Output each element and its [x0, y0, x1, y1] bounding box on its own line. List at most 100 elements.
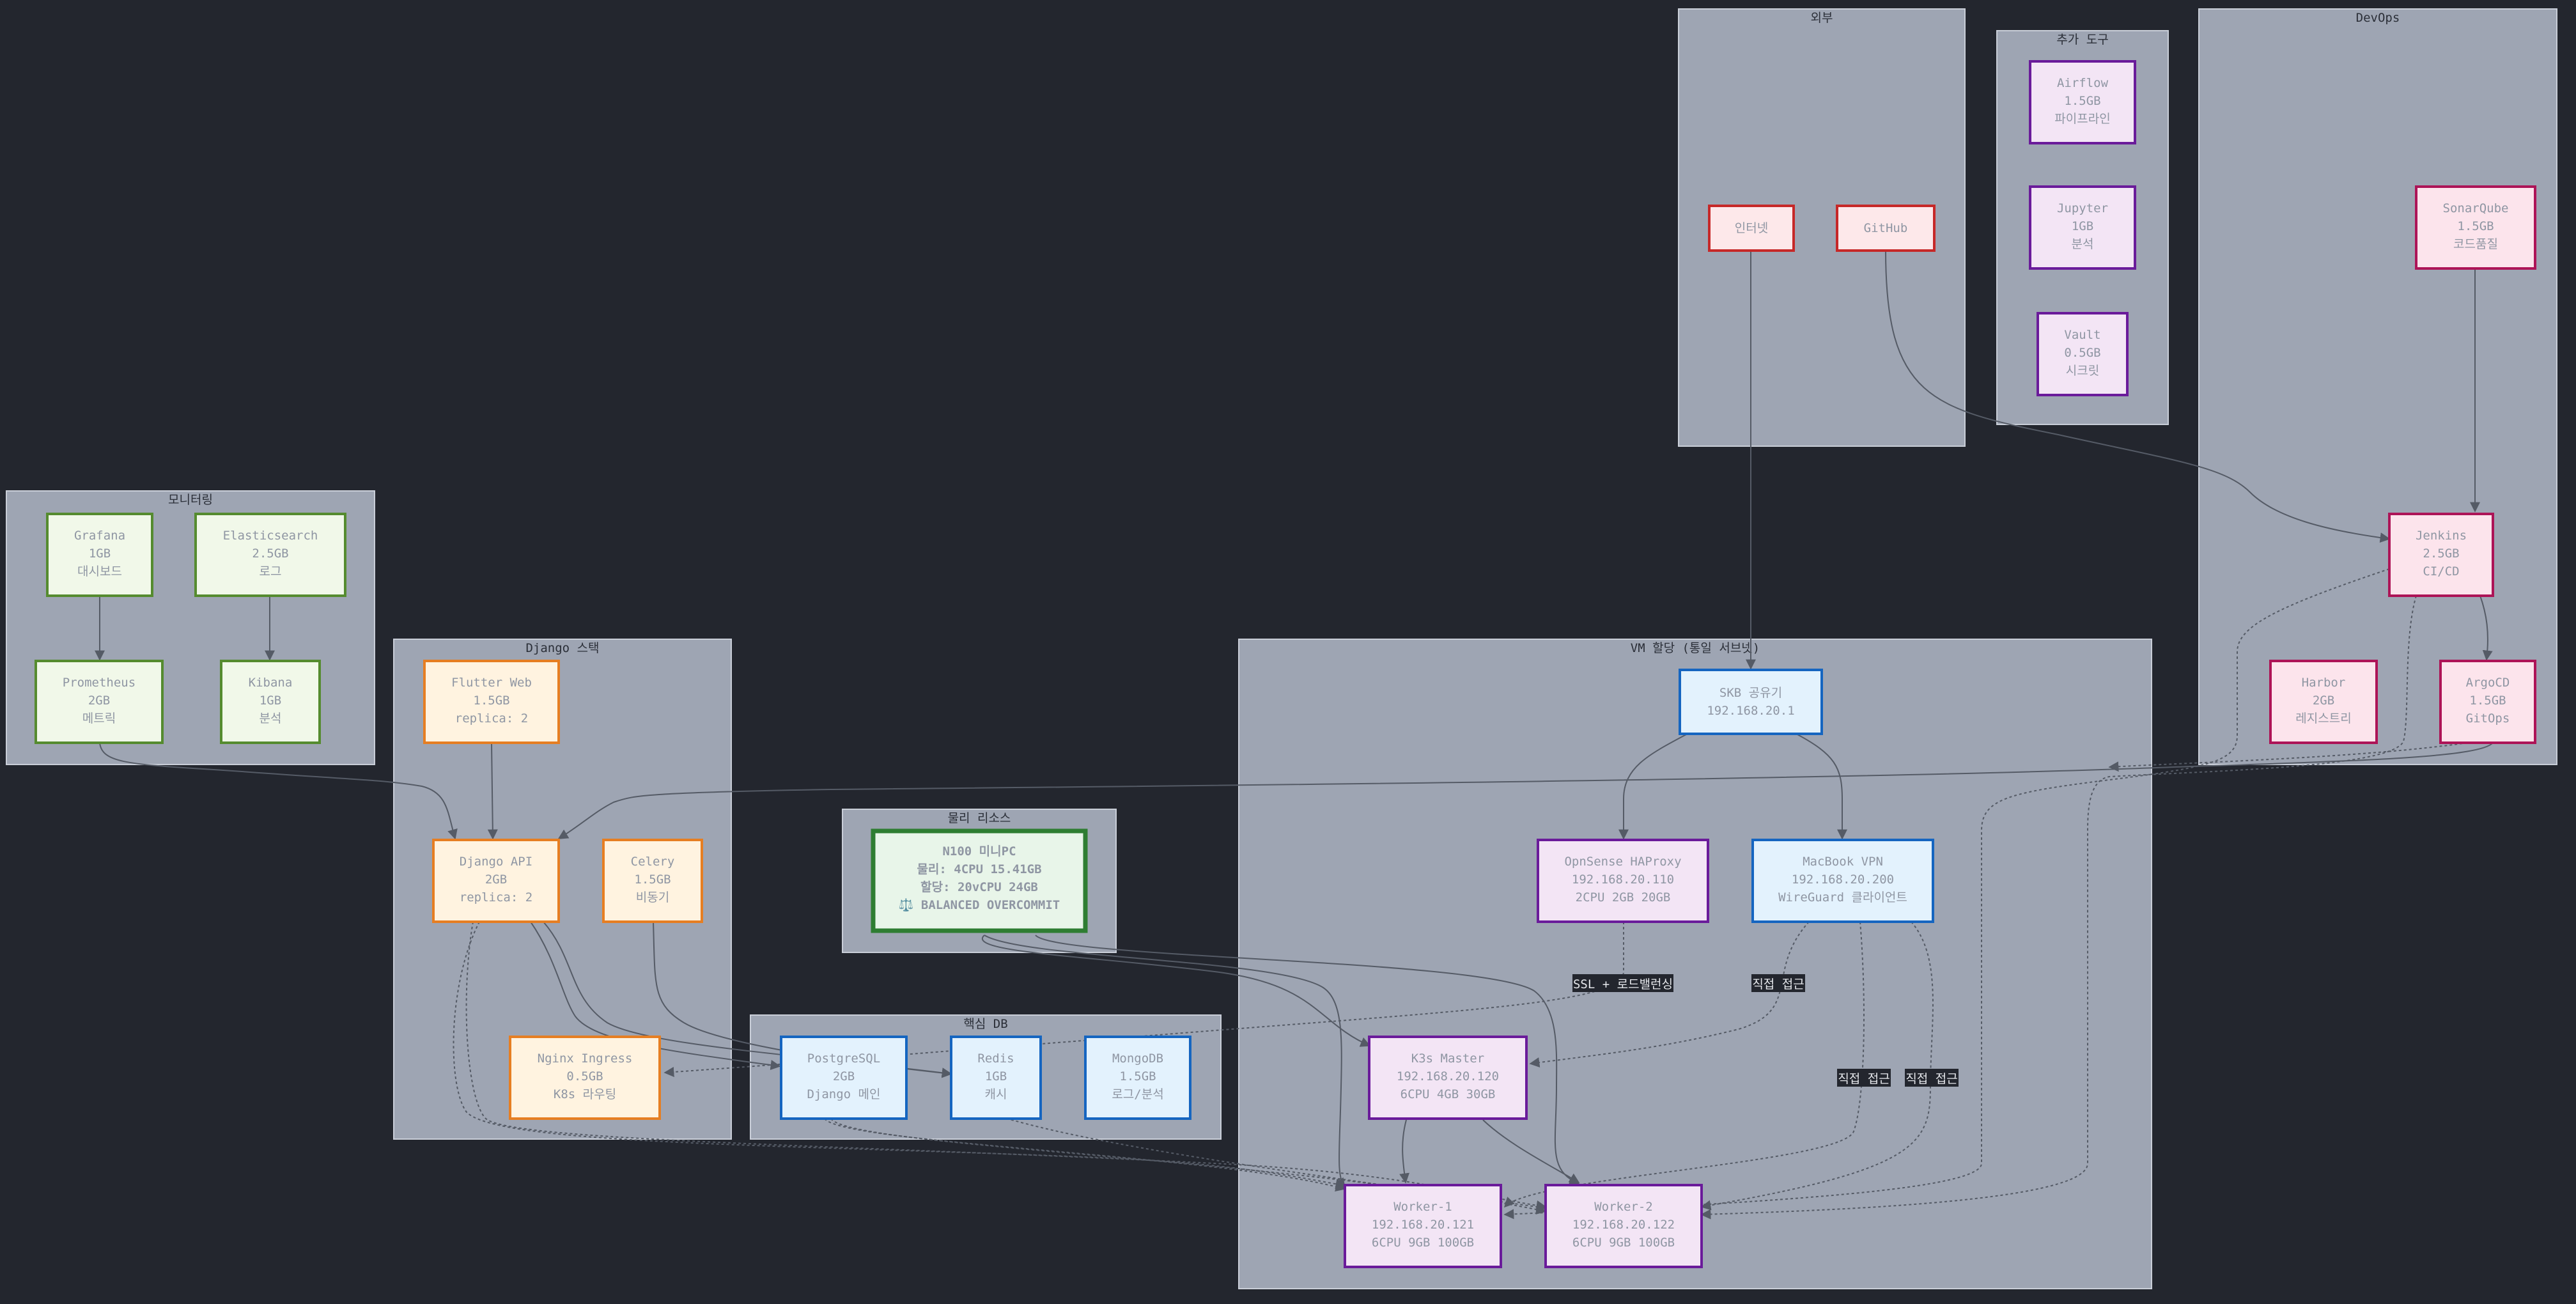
svg-text:0.5GB: 0.5GB [566, 1069, 603, 1083]
cluster-external-title: 외부 [1811, 11, 1833, 25]
edge-k3s-worker1 [1399, 1119, 1410, 1184]
node-django-api[interactable]: Django API 2GB replica: 2 [432, 839, 560, 923]
node-jenkins[interactable]: Jenkins 2.5GB CI/CD [2388, 513, 2494, 597]
svg-text:Django API: Django API [460, 855, 532, 869]
svg-text:1.5GB: 1.5GB [2457, 219, 2494, 233]
cluster-vm-title: VM 할당 (통일 서브넷) [1631, 641, 1760, 655]
svg-text:Worker-1: Worker-1 [1393, 1200, 1452, 1214]
svg-text:로그: 로그 [260, 564, 282, 578]
node-github[interactable]: GitHub [1836, 205, 1936, 252]
svg-text:시크릿: 시크릿 [2066, 364, 2099, 378]
svg-text:GitOps: GitOps [2466, 711, 2510, 726]
svg-text:2GB: 2GB [833, 1069, 855, 1083]
svg-text:SonarQube: SonarQube [2443, 201, 2509, 215]
svg-text:분석: 분석 [260, 711, 282, 726]
svg-text:2GB: 2GB [88, 694, 110, 708]
edge-skb-macbook [1796, 733, 1847, 840]
svg-text:192.168.20.120: 192.168.20.120 [1397, 1069, 1499, 1083]
edge-k3s-worker2 [1482, 1119, 1580, 1183]
svg-text:직접 접근: 직접 접근 [1838, 1072, 1889, 1086]
svg-text:Redis: Redis [977, 1052, 1014, 1066]
cluster-tools-title: 추가 도구 [2056, 33, 2108, 47]
node-nginx-ingress[interactable]: Nginx Ingress 0.5GB K8s 라우팅 [509, 1036, 661, 1120]
node-argocd[interactable]: ArgoCD 1.5GB GitOps [2439, 660, 2536, 744]
svg-text:1.5GB: 1.5GB [473, 694, 509, 708]
edge-django-worker2 [465, 921, 1547, 1211]
svg-text:Celery: Celery [631, 855, 675, 869]
node-celery[interactable]: Celery 1.5GB 비동기 [602, 839, 703, 923]
svg-text:Airflow: Airflow [2057, 76, 2109, 90]
svg-text:6CPU 9GB 100GB: 6CPU 9GB 100GB [1372, 1236, 1474, 1250]
svg-text:192.168.20.122: 192.168.20.122 [1572, 1218, 1675, 1232]
svg-text:1.5GB: 1.5GB [634, 873, 671, 887]
edge-label-direct-1: 직접 접근 [1751, 974, 1805, 992]
svg-text:캐시: 캐시 [985, 1087, 1007, 1101]
svg-text:⚖️ BALANCED OVERCOMMIT: ⚖️ BALANCED OVERCOMMIT [899, 897, 1060, 912]
node-airflow[interactable]: Airflow 1.5GB 파이프라인 [2029, 60, 2136, 144]
svg-text:Worker-2: Worker-2 [1594, 1200, 1653, 1214]
svg-text:Django 메인: Django 메인 [807, 1087, 880, 1101]
svg-text:2.5GB: 2.5GB [252, 547, 288, 561]
svg-text:코드품질: 코드품질 [2453, 237, 2498, 251]
svg-text:1.5GB: 1.5GB [2469, 694, 2506, 708]
svg-text:192.168.20.1: 192.168.20.1 [1707, 704, 1794, 718]
svg-text:192.168.20.121: 192.168.20.121 [1372, 1218, 1474, 1232]
svg-text:Prometheus: Prometheus [63, 676, 136, 690]
edge-jenkins-worker2 [1700, 595, 2417, 1220]
node-internet[interactable]: 인터넷 [1708, 205, 1795, 252]
svg-text:1GB: 1GB [260, 694, 281, 708]
svg-text:Jenkins: Jenkins [2416, 529, 2467, 543]
svg-text:1GB: 1GB [2072, 219, 2093, 233]
svg-text:GitHub: GitHub [1864, 221, 1908, 235]
svg-text:직접 접근: 직접 접근 [1752, 977, 1804, 991]
svg-text:ArgoCD: ArgoCD [2466, 676, 2510, 690]
svg-text:6CPU 9GB 100GB: 6CPU 9GB 100GB [1572, 1236, 1675, 1250]
svg-text:Vault: Vault [2064, 328, 2100, 342]
svg-text:2CPU 2GB 20GB: 2CPU 2GB 20GB [1576, 890, 1671, 904]
node-harbor[interactable]: Harbor 2GB 레지스트리 [2269, 660, 2378, 744]
svg-text:192.168.20.110: 192.168.20.110 [1572, 873, 1674, 887]
svg-text:192.168.20.200: 192.168.20.200 [1792, 873, 1894, 887]
svg-text:비동기: 비동기 [636, 890, 669, 904]
node-vault[interactable]: Vault 0.5GB 시크릿 [2037, 312, 2129, 396]
svg-text:2.5GB: 2.5GB [2423, 547, 2459, 561]
svg-text:1GB: 1GB [89, 547, 111, 561]
node-kibana[interactable]: Kibana 1GB 분석 [220, 660, 321, 744]
cluster-devops-title: DevOps [2356, 11, 2400, 25]
edge-jenkins-worker1 [1503, 568, 2390, 1220]
node-worker-2[interactable]: Worker-2 192.168.20.122 6CPU 9GB 100GB [1544, 1184, 1703, 1268]
node-jupyter[interactable]: Jupyter 1GB 분석 [2029, 185, 2136, 270]
edge-django-postgres [530, 921, 781, 1070]
svg-text:MongoDB: MongoDB [1112, 1052, 1163, 1066]
node-k3s-master[interactable]: K3s Master 192.168.20.120 6CPU 4GB 30GB [1368, 1036, 1528, 1120]
svg-text:대시보드: 대시보드 [77, 564, 122, 578]
svg-text:Flutter Web: Flutter Web [451, 676, 532, 690]
svg-text:로그/분석: 로그/분석 [1112, 1087, 1163, 1101]
node-macbook-vpn[interactable]: MacBook VPN 192.168.20.200 WireGuard 클라이… [1751, 839, 1934, 923]
node-opnsense-haproxy[interactable]: OpnSense HAProxy 192.168.20.110 2CPU 2GB… [1537, 839, 1709, 923]
node-elasticsearch[interactable]: Elasticsearch 2.5GB 로그 [194, 513, 346, 597]
cluster-django-title: Django 스택 [525, 641, 599, 655]
node-postgresql[interactable]: PostgreSQL 2GB Django 메인 [780, 1036, 908, 1120]
node-redis[interactable]: Redis 1GB 캐시 [950, 1036, 1042, 1120]
svg-text:Grafana: Grafana [74, 529, 125, 543]
svg-text:2GB: 2GB [2313, 694, 2334, 708]
svg-text:Kibana: Kibana [249, 676, 293, 690]
svg-text:Elasticsearch: Elasticsearch [223, 529, 318, 543]
svg-text:WireGuard 클라이언트: WireGuard 클라이언트 [1778, 890, 1907, 904]
cluster-physical-title: 물리 리소스 [948, 811, 1011, 825]
svg-text:SSL + 로드밸런싱: SSL + 로드밸런싱 [1573, 977, 1673, 991]
node-flutter-web[interactable]: Flutter Web 1.5GB replica: 2 [423, 660, 560, 744]
node-mongodb[interactable]: MongoDB 1.5GB 로그/분석 [1084, 1036, 1191, 1120]
node-prometheus[interactable]: Prometheus 2GB 메트릭 [35, 660, 164, 744]
node-grafana[interactable]: Grafana 1GB 대시보드 [46, 513, 153, 597]
svg-text:Harbor: Harbor [2302, 676, 2346, 690]
svg-text:CI/CD: CI/CD [2423, 564, 2459, 578]
node-skb-router[interactable]: SKB 공유기 192.168.20.1 [1679, 669, 1823, 735]
svg-text:할당: 20vCPU 24GB: 할당: 20vCPU 24GB [920, 880, 1038, 894]
node-sonarqube[interactable]: SonarQube 1.5GB 코드품질 [2415, 185, 2536, 270]
node-worker-1[interactable]: Worker-1 192.168.20.121 6CPU 9GB 100GB [1344, 1184, 1502, 1268]
node-n100-minipc[interactable]: N100 미니PC 물리: 4CPU 15.41GB 할당: 20vCPU 24… [871, 828, 1088, 933]
svg-text:파이프라인: 파이프라인 [2054, 112, 2110, 126]
